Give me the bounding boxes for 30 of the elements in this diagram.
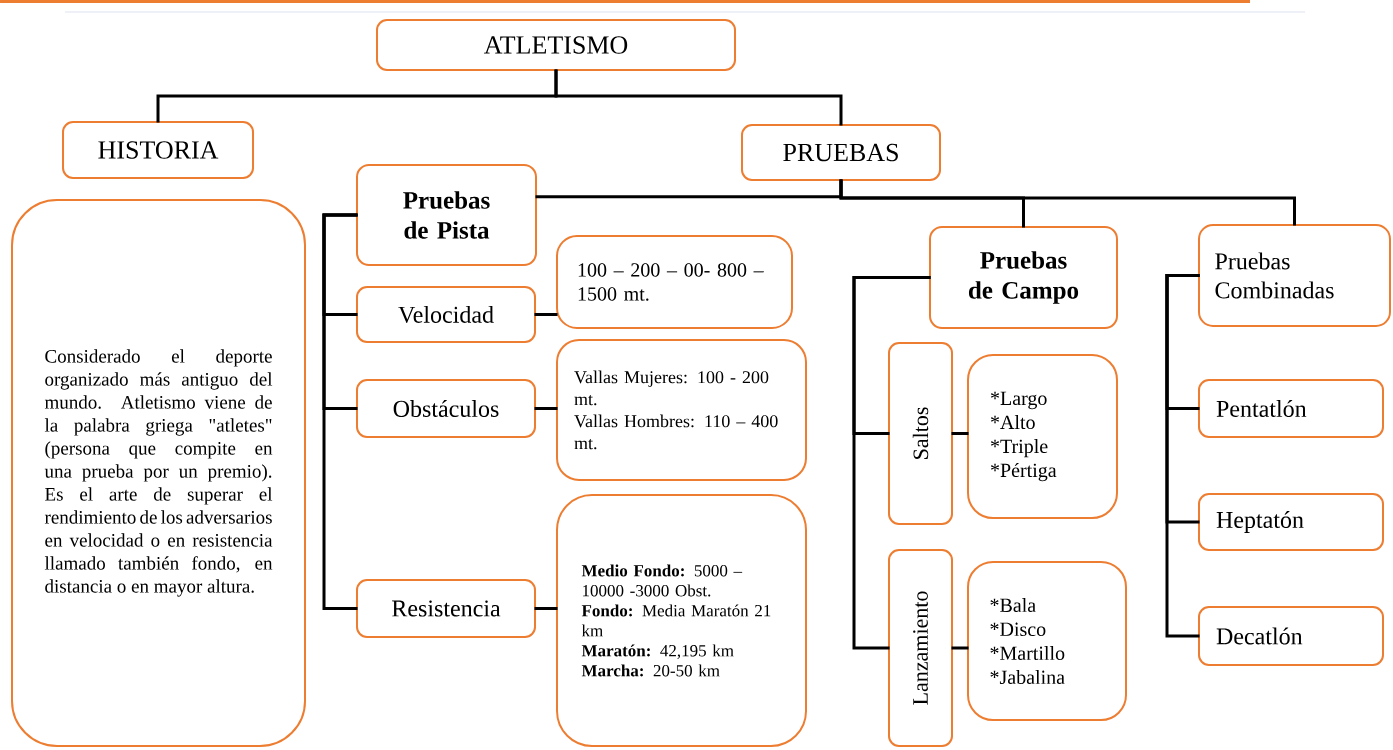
title-box: ATLETISMO	[376, 19, 736, 71]
connector-line	[534, 313, 558, 316]
group-box: Pruebas de Campo	[929, 226, 1118, 329]
detail-box: *Bala *Disco *Martillo *Jabalina	[967, 561, 1127, 721]
connector-line	[951, 432, 969, 435]
connector-line	[852, 276, 931, 650]
connector-line	[554, 69, 843, 126]
group-box: Pruebas Combinadas	[1198, 224, 1391, 327]
connector-line	[1165, 274, 1200, 638]
category-box: HISTORIA	[62, 121, 254, 179]
event-box: Obstáculos	[356, 379, 536, 438]
connector-line	[534, 407, 558, 410]
event-box: Velocidad	[356, 286, 536, 343]
event-box: Heptatón	[1198, 493, 1384, 551]
event-box: Resistencia	[356, 579, 536, 638]
text-box: Considerado el deporte organizado más antiguo del mundo. Atletismo viene de la palabra griega "atletes" (persona que compite en una prueba por un premio). Es el arte de superar el rendimiento de los adversarios en velocidad o en resistencia llamado también fondo, en distancia o en mayor altura.	[11, 199, 306, 747]
event-box: Pentatlón	[1198, 379, 1384, 438]
subgroup-box: Saltos	[888, 342, 953, 525]
event-box: Decatlón	[1198, 606, 1384, 666]
detail-box: 100 – 200 – 00- 800 – 1500 mt.	[556, 235, 793, 329]
detail-box: Vallas Mujeres: 100 - 200 mt. Vallas Hombres: 110 – 400 mt.	[556, 339, 807, 481]
subgroup-box: Lanzamiento	[888, 549, 953, 747]
connector-line	[534, 607, 558, 610]
connector-line	[839, 179, 1296, 226]
category-box: PRUEBAS	[741, 124, 941, 181]
connector-line	[951, 646, 969, 650]
detail-box: Medio Fondo: 5000 – 10000 -3000 Obst. Fondo: Media Maratón 21 km Maratón: 42,195 km Marcha: 20-50 km	[556, 494, 807, 747]
group-box: Pruebas de Pista	[356, 164, 537, 266]
connector-line	[322, 213, 358, 610]
detail-box: *Largo *Alto *Triple *Pértiga	[967, 354, 1118, 519]
